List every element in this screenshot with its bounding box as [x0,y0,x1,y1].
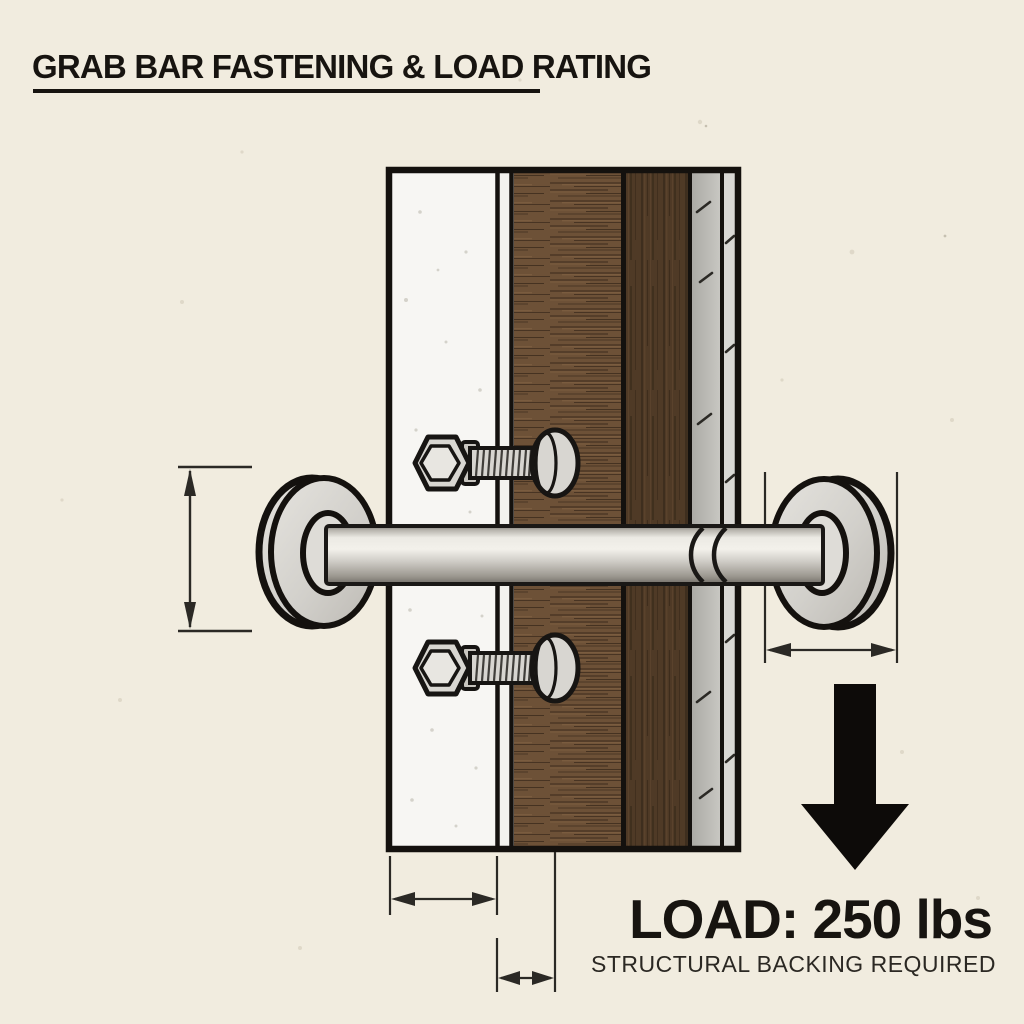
dimension-drywall-thickness [388,856,499,915]
wood-stud-layer [626,171,688,848]
load-note-text: STRUCTURAL BACKING REQUIRED [591,951,996,977]
wall-cross-section [385,166,742,853]
dimension-backing-depth [495,852,557,992]
down-arrow-icon [801,684,909,870]
grab-bar-assembly [255,474,895,631]
drywall-layer [392,171,495,848]
mounting-bolt-bottom [412,632,581,704]
page-title: GRAB BAR FASTENING & LOAD RATING [32,48,652,85]
outer-finish-layer [724,171,736,848]
sheathing-layer [692,171,720,848]
title-underline [33,89,540,93]
dimension-flange-height [178,465,252,633]
mounting-bolt-top [412,427,581,499]
load-rating-text: LOAD: 250 lbs [629,888,993,950]
wood-backing-layer [514,171,621,848]
paper-texture-specks [60,78,980,950]
drywall-speckles [404,210,484,828]
bar-sleeve-joint [688,526,705,584]
wall-outline [385,166,742,853]
grab-bar-tube [324,524,825,586]
